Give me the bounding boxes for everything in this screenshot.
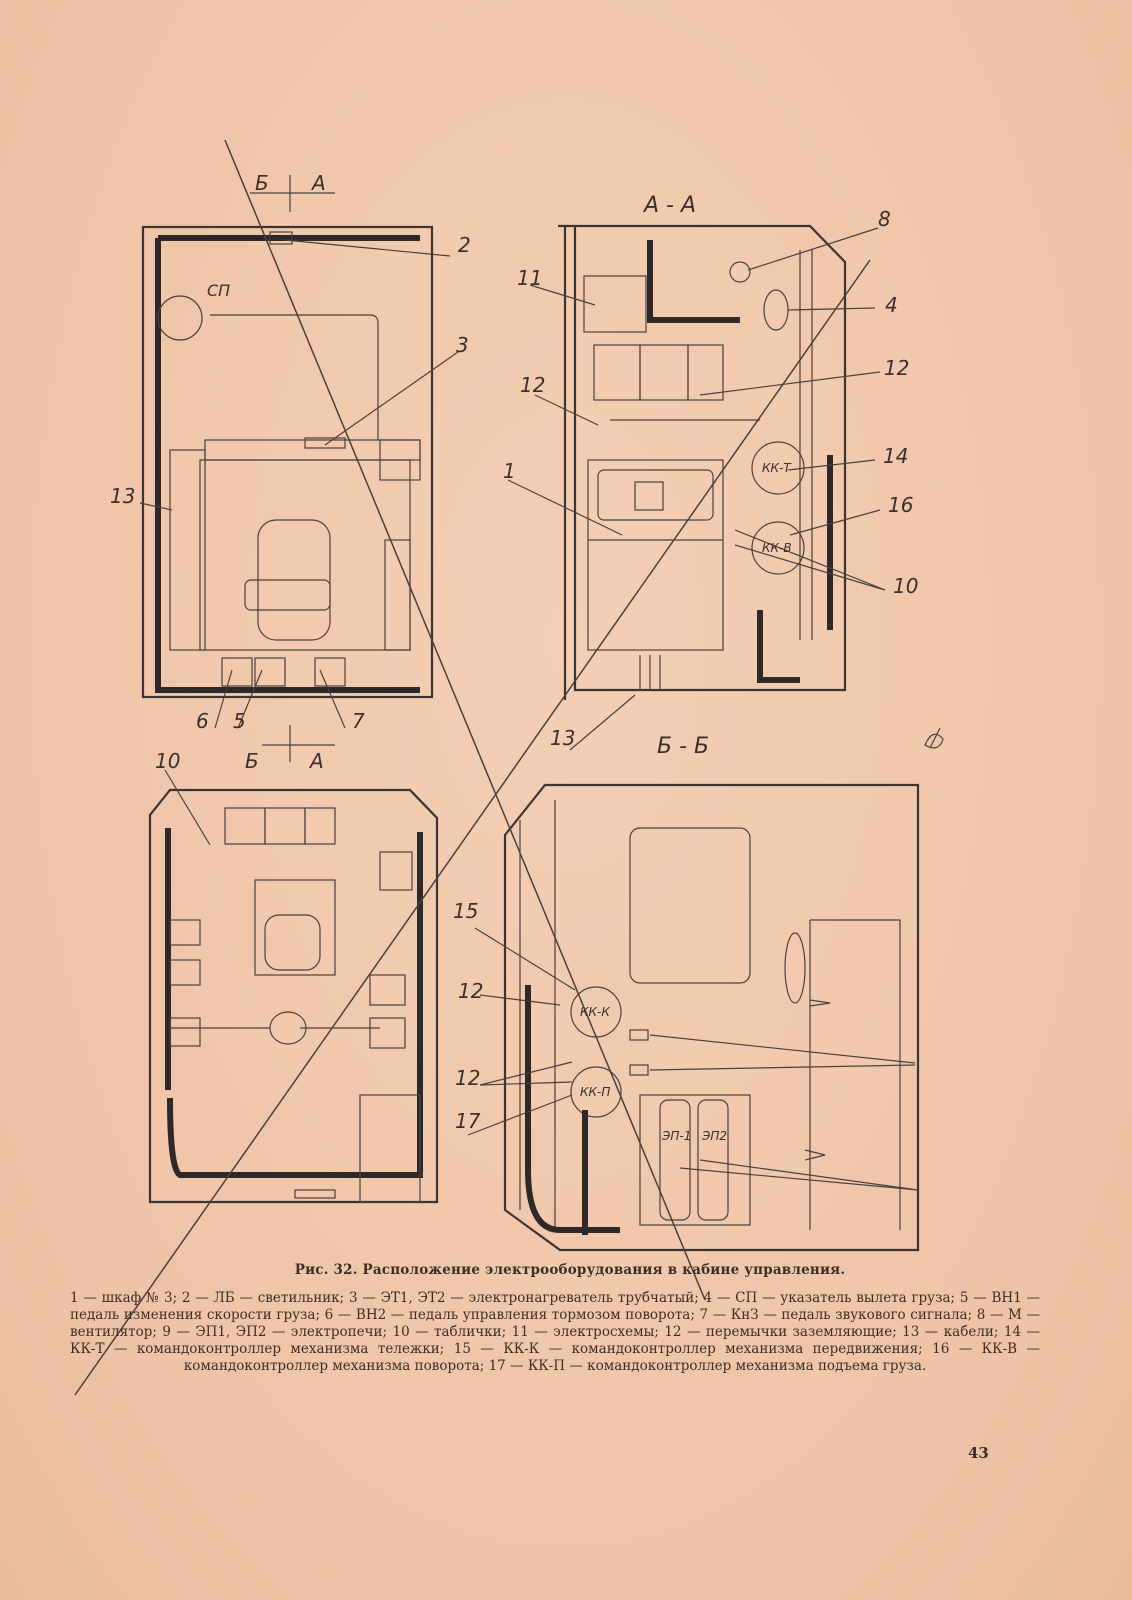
inscription-sp: СП <box>207 281 230 300</box>
callout-12-plan: 12 <box>458 979 483 1003</box>
leader-lines <box>139 227 919 1191</box>
section-title-bb: Б - Б <box>657 734 709 759</box>
callout-5: 5 <box>233 709 246 733</box>
plan-view-bottom-left <box>148 788 439 1204</box>
callout-11: 11 <box>517 266 542 290</box>
plan-view-top-left <box>141 225 434 699</box>
cut-label-a-bottom: А <box>308 749 324 773</box>
section-bb-view <box>503 783 920 1252</box>
callout-12-bb: 12 <box>455 1066 480 1090</box>
callout-10-aa: 10 <box>893 574 918 598</box>
cut-label-b-top: Б <box>255 171 269 195</box>
section-aa-view <box>558 224 847 700</box>
callout-12-aa-left: 12 <box>520 373 545 397</box>
callout-4: 4 <box>885 293 898 317</box>
callout-7: 7 <box>352 709 365 733</box>
page-number: 43 <box>968 1444 989 1462</box>
handwritten-mark <box>924 727 944 749</box>
callout-16: 16 <box>888 493 913 517</box>
callout-14: 14 <box>883 444 908 468</box>
inscription-kkv: КК-В <box>762 541 792 555</box>
figure-legend: 1 — шкаф № 3; 2 — ЛБ — светильник; 3 — Э… <box>70 1290 1040 1374</box>
callout-13-left: 13 <box>110 484 135 508</box>
callout-12-aa-right: 12 <box>884 356 909 380</box>
callout-13-aa: 13 <box>550 726 575 750</box>
inscription-kkp: КК-П <box>580 1085 610 1099</box>
inscription-ep1: ЭП-1 <box>661 1129 691 1143</box>
callout-15: 15 <box>453 899 478 923</box>
inscription-kkk: КК-К <box>580 1005 610 1019</box>
cut-label-a-top: А <box>310 171 326 195</box>
figure-caption: Рис. 32. Расположение электрооборудовани… <box>294 1262 846 1278</box>
callout-1: 1 <box>503 459 516 483</box>
section-title-aa: А - А <box>642 193 696 218</box>
cut-label-b-bottom: Б <box>245 749 259 773</box>
callout-3: 3 <box>456 333 469 357</box>
callout-10-plan: 10 <box>155 749 180 773</box>
callout-8: 8 <box>878 207 891 231</box>
inscription-ep2: ЭП2 <box>701 1129 727 1143</box>
callout-17: 17 <box>455 1109 481 1133</box>
inscription-kkt: КК-Т <box>762 461 792 475</box>
callout-2: 2 <box>458 233 471 257</box>
section-cut-marks <box>250 175 335 762</box>
diagonal-marks <box>74 139 871 1396</box>
callout-6: 6 <box>196 709 209 733</box>
